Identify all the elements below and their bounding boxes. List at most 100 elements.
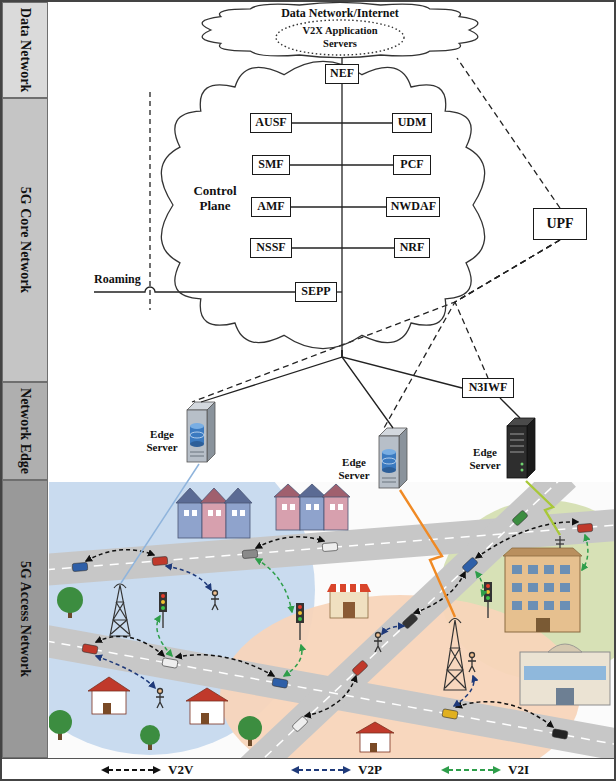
legend-line — [108, 769, 154, 771]
function-label: SMF — [258, 158, 283, 171]
legend-line-sample — [100, 764, 162, 776]
function-label: NWDAF — [391, 200, 436, 213]
radio-link — [400, 490, 455, 617]
layer-band: Network Edge — [2, 382, 48, 480]
roaming-line — [94, 287, 295, 292]
server-label: Edge Server — [332, 456, 376, 481]
legend-text: V2I — [508, 762, 529, 778]
layer-band: 5G Access Network — [2, 480, 48, 758]
function-box: UPF — [533, 208, 587, 240]
legend-line-sample — [290, 764, 352, 776]
edge-server-node: Edge Server — [332, 428, 410, 490]
edge-server-icon — [187, 402, 215, 462]
connector — [291, 206, 386, 207]
band-text-holder: 5G Core Network — [17, 187, 33, 293]
legend-arrowhead — [493, 766, 501, 774]
server-label-holder: Edge Server — [463, 446, 507, 471]
legend-arrowhead — [101, 766, 109, 774]
cloud-region: Control Plane NEF AUSF UDM SMF PCF AMF NWDAF NSS… — [158, 60, 488, 350]
legend-item: V2I — [440, 762, 529, 778]
function-box: PCF — [393, 155, 431, 175]
server-label: Edge Server — [140, 428, 184, 453]
server-ellipse: V2X Application Servers — [275, 19, 405, 56]
band-label: 5G Core Network — [17, 187, 33, 293]
function-label: SEPP — [301, 285, 330, 298]
connector — [201, 350, 342, 402]
access-network-scene — [49, 482, 614, 758]
function-label: N3IWF — [469, 381, 508, 394]
connector — [500, 398, 520, 418]
server-group-label: V2X Application Servers — [290, 25, 390, 49]
roaming-label: Roaming — [94, 272, 141, 286]
connector — [290, 164, 393, 165]
function-box: SEPP — [295, 282, 337, 302]
ellipse-text-holder: V2X Application Servers — [290, 25, 390, 49]
edge-server-icon — [379, 428, 407, 488]
legend-line-sample — [440, 764, 502, 776]
legend-text: V2V — [168, 762, 193, 778]
band-label: Data Network — [17, 8, 33, 92]
function-box: NEF — [325, 64, 359, 84]
edge-server-node: Edge Server — [463, 418, 537, 480]
function-label: AMF — [257, 200, 284, 213]
service-bus — [341, 84, 342, 350]
function-box: N3IWF — [462, 378, 514, 398]
legend-line — [448, 769, 494, 771]
function-label: NRF — [400, 241, 425, 254]
function-box: NWDAF — [386, 197, 440, 217]
function-label: PCF — [400, 158, 423, 171]
connector — [342, 350, 462, 388]
legend-text: V2P — [358, 762, 382, 778]
connector — [342, 350, 393, 428]
legend-arrowhead — [343, 766, 351, 774]
bus-stub — [337, 291, 342, 292]
function-box: AMF — [251, 197, 291, 217]
function-box: NSSF — [250, 238, 292, 258]
function-box: AUSF — [250, 113, 292, 133]
function-box: NRF — [394, 238, 430, 258]
edge-server-node: Edge Server — [140, 402, 218, 464]
radio-link — [526, 481, 560, 535]
band-label: Network Edge — [17, 388, 33, 474]
legend-arrowhead — [153, 766, 161, 774]
cloud-title: Control Plane — [186, 184, 244, 214]
radio-link — [121, 464, 199, 583]
band-text-holder: Network Edge — [17, 388, 33, 474]
connector — [292, 122, 392, 123]
connector — [292, 247, 394, 248]
cloud-region: Data Network/InternetV2X Application Ser… — [198, 2, 482, 58]
connector — [384, 240, 560, 428]
legend-item: V2V — [100, 762, 193, 778]
legend-arrowhead — [441, 766, 449, 774]
function-box: UDM — [392, 113, 432, 133]
server-label-holder: Edge Server — [140, 428, 184, 453]
function-box: SMF — [252, 155, 290, 175]
server-label-holder: Edge Server — [332, 456, 376, 481]
server-label: Edge Server — [463, 446, 507, 471]
function-label: NEF — [330, 67, 354, 80]
cloud-title-holder: Control Plane — [186, 184, 244, 214]
roaming-boundary — [149, 92, 150, 310]
function-label: NSSF — [256, 241, 285, 254]
function-label: AUSF — [255, 116, 286, 129]
legend-line — [298, 769, 344, 771]
connector — [192, 240, 560, 402]
label-holder: Roaming — [94, 272, 141, 286]
cloud-title: Data Network/Internet — [258, 7, 422, 21]
ellipse-shape — [276, 20, 404, 55]
function-label: UPF — [546, 216, 573, 231]
legend-divider — [2, 758, 614, 759]
cloud-path — [202, 2, 478, 57]
edge-server-icon — [507, 418, 535, 478]
legend-item: V2P — [290, 762, 382, 778]
cloud-path — [161, 61, 484, 348]
layer-band: Data Network — [2, 2, 48, 98]
function-label: UDM — [398, 116, 427, 129]
cloud-title-holder: Data Network/Internet — [258, 7, 422, 21]
layer-band: 5G Core Network — [2, 98, 48, 382]
band-text-holder: 5G Access Network — [17, 561, 33, 677]
